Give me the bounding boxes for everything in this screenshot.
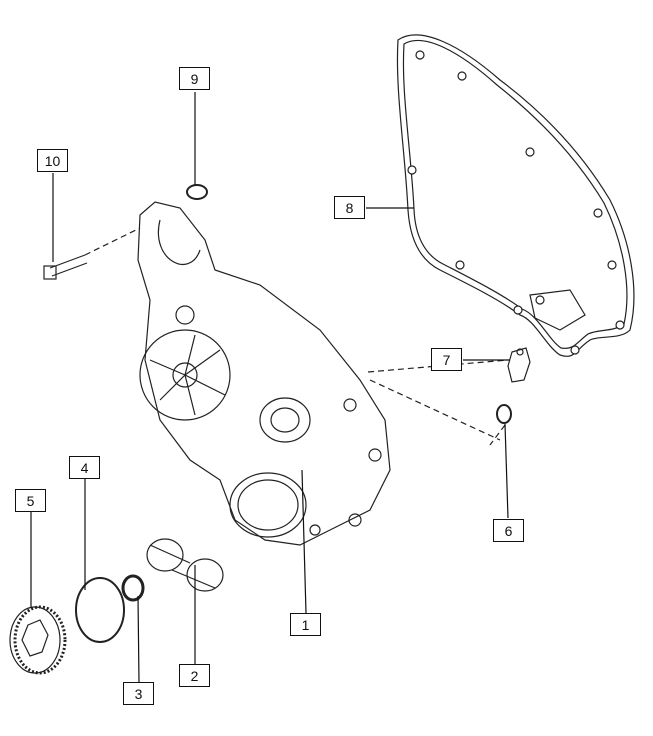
callout-9: 9 xyxy=(179,67,210,90)
clutch-cover-drawing xyxy=(137,201,391,546)
o-ring-drawing xyxy=(75,577,125,643)
leader-lines xyxy=(30,92,510,683)
callout-2: 2 xyxy=(179,664,210,687)
callout-3: 3 xyxy=(123,682,154,705)
gasket-drawing xyxy=(396,34,635,357)
filter-cap-drawing xyxy=(9,605,67,675)
oil-filter-drawing xyxy=(146,538,224,592)
washer-drawing xyxy=(496,404,512,424)
callout-5: 5 xyxy=(15,489,46,512)
callout-10: 10 xyxy=(37,149,68,172)
spring-drawing xyxy=(121,574,145,602)
callout-6: 6 xyxy=(493,519,524,542)
callout-7: 7 xyxy=(431,348,462,371)
callout-4: 4 xyxy=(69,456,100,479)
bolt-drawing xyxy=(43,227,141,280)
oil-seal-drawing xyxy=(186,184,208,200)
callout-1: 1 xyxy=(290,613,321,636)
plug-drawing xyxy=(507,347,531,383)
callout-8: 8 xyxy=(334,196,365,219)
